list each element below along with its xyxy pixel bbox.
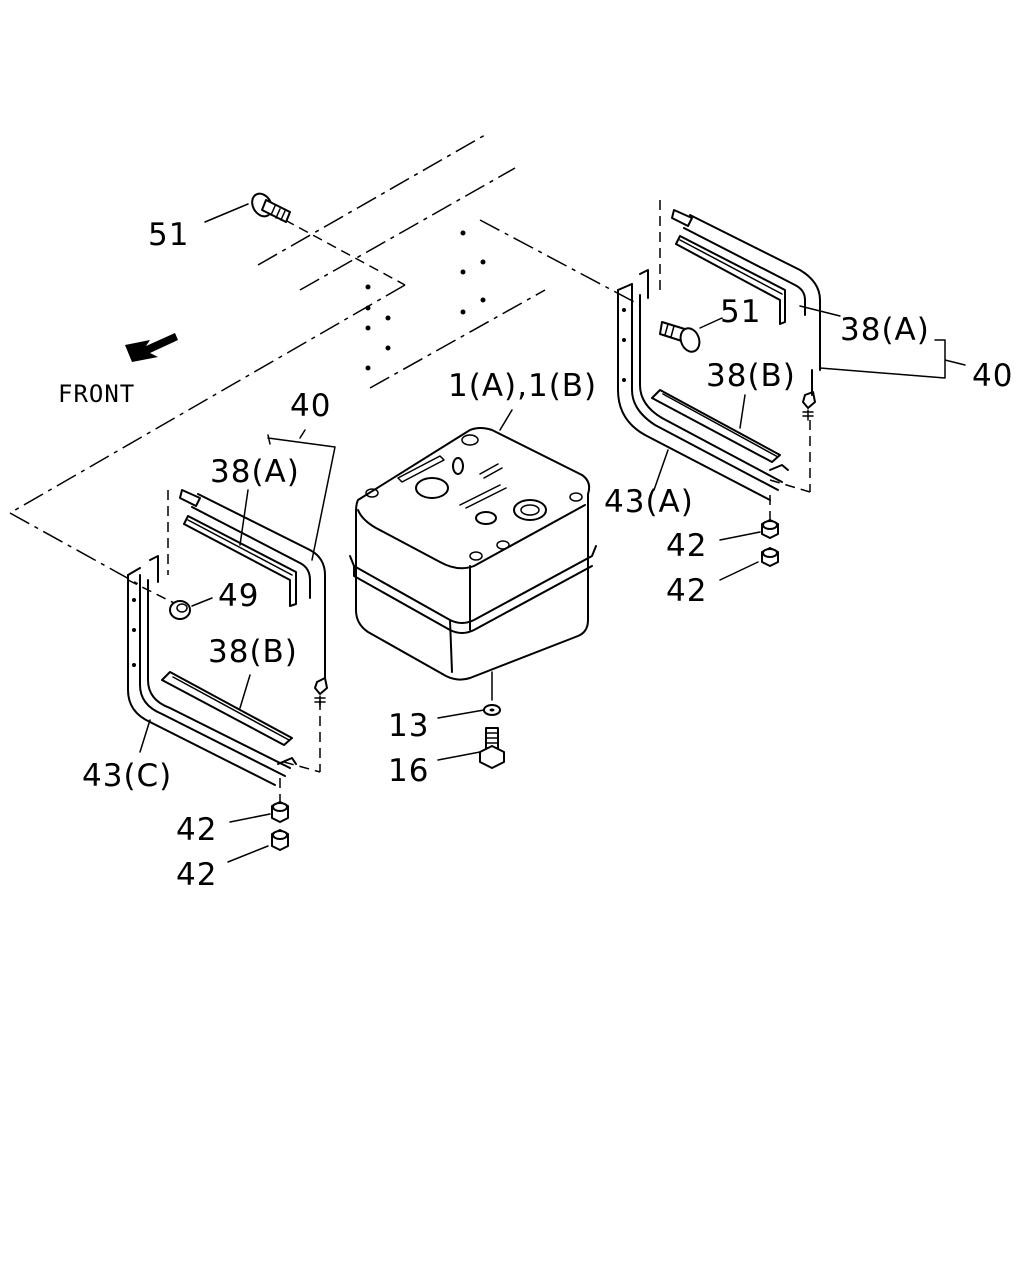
nut-42-right-lower-icon <box>761 547 779 567</box>
callout-43c: 43(C) <box>82 758 172 794</box>
callout-51-top: 51 <box>148 217 189 253</box>
callout-42-left-lower: 42 <box>176 857 217 893</box>
callout-13: 13 <box>388 708 429 744</box>
nut-49-icon <box>169 600 191 620</box>
bracket-43c-left <box>127 555 297 786</box>
callout-38b-left: 38(B) <box>208 634 298 670</box>
bolt-16-icon <box>479 727 505 769</box>
frame-rail <box>9 134 641 586</box>
nut-42-left-upper-icon <box>271 801 289 823</box>
nut-42-right-upper-icon <box>761 519 779 539</box>
front-label: FRONT <box>58 380 135 408</box>
callout-49: 49 <box>218 578 259 614</box>
bolt-51-right-icon <box>659 321 701 353</box>
callout-42-right-lower: 42 <box>666 573 707 609</box>
callout-51-right: 51 <box>720 294 761 330</box>
band-38a-left <box>179 489 328 707</box>
bracket-43a-right <box>617 269 789 501</box>
callout-40-right: 40 <box>972 358 1013 394</box>
callout-38a-left: 38(A) <box>210 454 300 490</box>
callout-tank: 1(A),1(B) <box>448 368 597 404</box>
bolt-51-top-icon <box>251 192 291 223</box>
front-arrow-icon <box>125 333 178 362</box>
washer-13-icon <box>483 704 501 716</box>
callout-42-left-upper: 42 <box>176 812 217 848</box>
callout-42-right-upper: 42 <box>666 528 707 564</box>
band-38a-right <box>671 209 821 421</box>
callout-16: 16 <box>388 753 429 789</box>
nut-42-left-lower-icon <box>271 829 289 851</box>
callout-38b-right: 38(B) <box>706 358 796 394</box>
callout-40-left: 40 <box>290 388 331 424</box>
fuel-tank <box>349 427 597 681</box>
callout-38a-right: 38(A) <box>840 312 930 348</box>
callout-43a: 43(A) <box>604 484 694 520</box>
